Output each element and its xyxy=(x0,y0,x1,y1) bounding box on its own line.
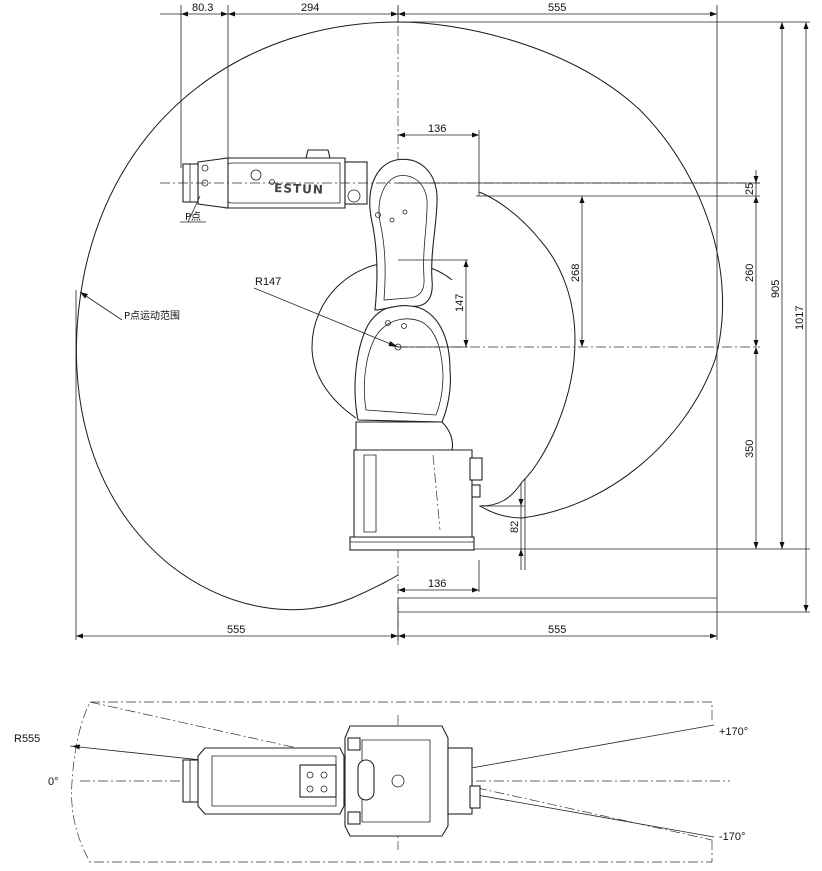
dim-905: 905 xyxy=(770,280,782,298)
angle-zero-label: 0° xyxy=(48,776,59,788)
estun-logo: ESTUN xyxy=(274,181,324,197)
dim-1017: 1017 xyxy=(794,306,806,330)
angle-pos-label: +170° xyxy=(719,726,748,738)
top-view: R555 0° +170° -170° xyxy=(14,701,748,863)
dim-147: 147 xyxy=(454,294,466,312)
robot-arm-top xyxy=(182,725,481,837)
dim-r147: R147 xyxy=(255,276,281,288)
dim-136-bottom: 136 xyxy=(428,578,446,590)
dim-268: 268 xyxy=(570,264,582,282)
dim-294: 294 xyxy=(301,2,319,14)
dim-350: 350 xyxy=(744,440,756,458)
dim-136-top: 136 xyxy=(428,123,446,135)
dim-82: 82 xyxy=(509,521,521,533)
p-point-work-envelope xyxy=(75,21,723,611)
dim-555-left: 555 xyxy=(227,624,245,636)
top-view-envelope xyxy=(71,701,713,863)
dim-25: 25 xyxy=(744,183,756,195)
dim-555-top: 555 xyxy=(548,2,566,14)
dim-555-right: 555 xyxy=(548,624,566,636)
side-view: ESTUN xyxy=(75,2,810,645)
robot-arm-side xyxy=(182,149,483,551)
top-view-radius: R555 xyxy=(14,733,40,745)
p-range-label: P点运动范围 xyxy=(124,309,180,322)
angle-neg-label: -170° xyxy=(719,831,745,843)
dim-80-3: 80.3 xyxy=(192,2,213,14)
p-point-label: P点 xyxy=(185,211,201,223)
dim-260: 260 xyxy=(744,264,756,282)
